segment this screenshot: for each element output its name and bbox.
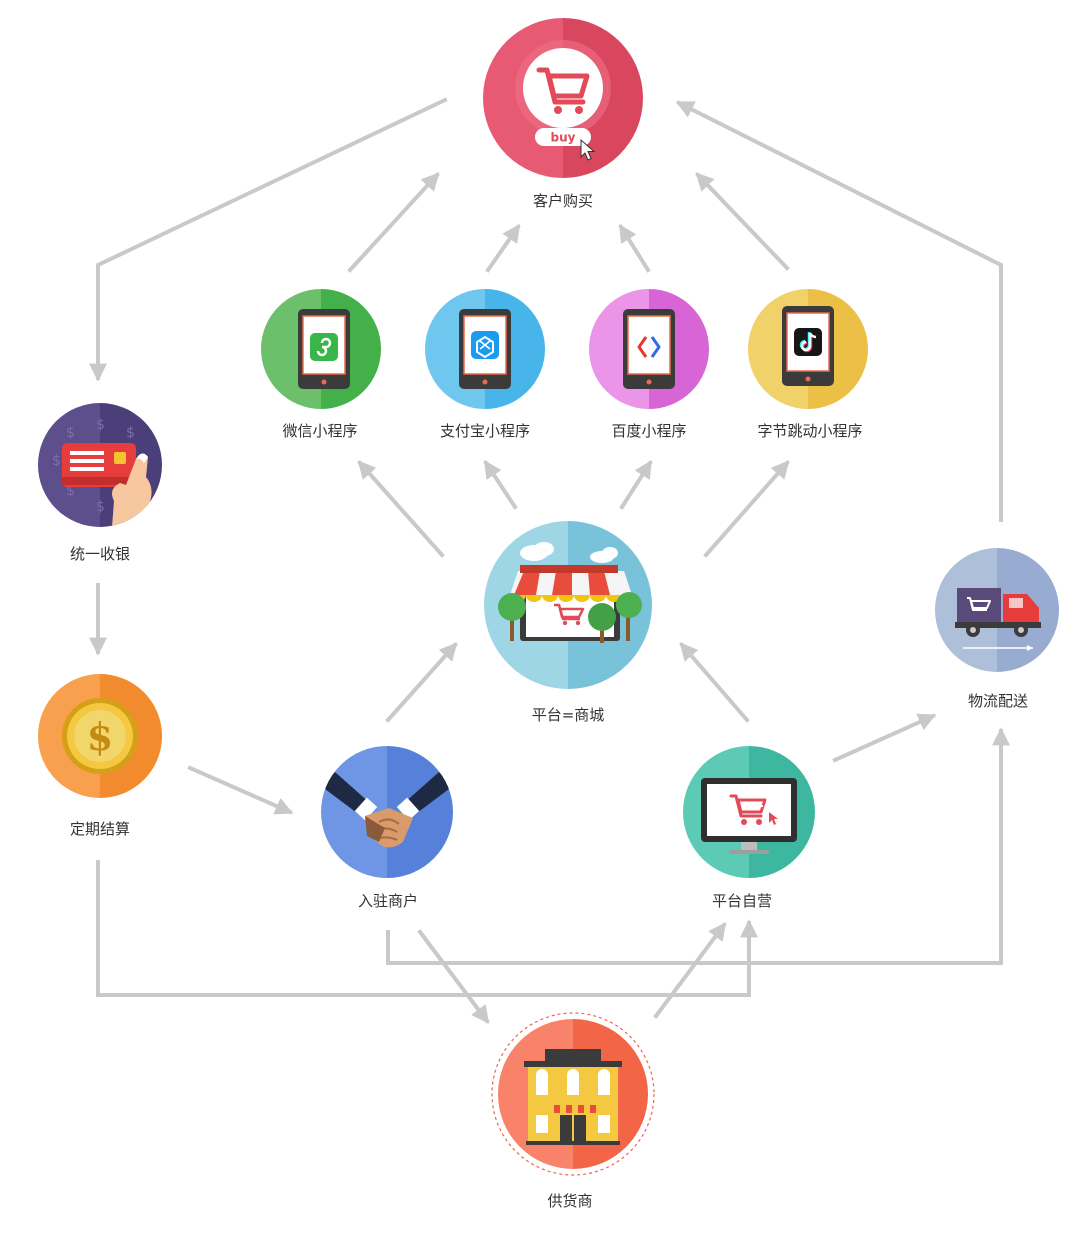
platform-mall-icon	[484, 521, 652, 689]
alipay-mini-program-icon	[425, 289, 545, 409]
arrow-wechat-to-customer	[347, 172, 440, 273]
customer-purchase-icon: buy	[483, 18, 643, 178]
arrow-platform-to-baidu	[619, 459, 653, 510]
arrow-platform-to-bytedance	[703, 460, 790, 558]
svg-text:$: $	[52, 453, 61, 469]
arrow-logistics-to-customer	[675, 100, 1003, 522]
platform-mall-label: 平台=商城	[531, 706, 605, 724]
arrow-customer-to-cashier	[89, 97, 448, 382]
self-operated-monitor-icon	[683, 746, 815, 878]
arrow-platform-to-wechat	[357, 460, 445, 558]
periodic-settlement-label: 定期结算	[69, 820, 130, 838]
arrow-platform-to-alipay	[483, 459, 518, 510]
arrow-alipay-to-customer	[485, 224, 521, 273]
svg-text:$: $	[126, 425, 135, 441]
unified-cashier-icon: $$$ $$$$	[38, 403, 162, 527]
merchants-label: 入驻商户	[357, 892, 418, 910]
merchant-handshake-icon	[321, 746, 453, 878]
arrow-merchants-to-supplier	[417, 929, 490, 1024]
periodic-settlement-coin-icon: $	[38, 674, 162, 798]
bytedance-mini-program-label: 字节跳动小程序	[757, 422, 863, 440]
arrow-settlement-to-self	[96, 860, 758, 997]
logistics-label: 物流配送	[967, 692, 1028, 710]
wechat-mini-program-label: 微信小程序	[282, 422, 358, 440]
arrow-self-to-platform	[679, 642, 750, 723]
bytedance-mini-program-icon	[748, 289, 868, 409]
alipay-mini-program-label: 支付宝小程序	[439, 422, 530, 440]
svg-text:$: $	[66, 425, 75, 441]
buy-button-text: buy	[551, 131, 576, 145]
supplier-store-icon	[491, 1012, 655, 1176]
self-operated-label: 平台自营	[711, 892, 772, 910]
baidu-mini-program-icon	[589, 289, 709, 409]
arrow-settlement-to-merchants	[187, 765, 294, 815]
arrow-bytedance-to-customer	[695, 172, 790, 271]
svg-text:$: $	[66, 483, 75, 499]
arrow-baidu-to-customer	[618, 223, 651, 273]
wechat-mini-program-icon	[261, 289, 381, 409]
arrow-self-to-logistics	[832, 713, 937, 763]
baidu-mini-program-label: 百度小程序	[611, 422, 687, 440]
unified-cashier-label: 统一收银	[69, 545, 130, 563]
arrow-merchants-to-platform	[385, 642, 458, 723]
arrow-supplier-to-self	[653, 922, 727, 1019]
logistics-truck-icon	[935, 548, 1059, 672]
customer-purchase-label: 客户购买	[532, 192, 593, 210]
svg-text:$: $	[87, 714, 113, 759]
supplier-label: 供货商	[547, 1192, 593, 1210]
svg-text:$: $	[96, 417, 105, 433]
svg-text:$: $	[96, 499, 105, 515]
